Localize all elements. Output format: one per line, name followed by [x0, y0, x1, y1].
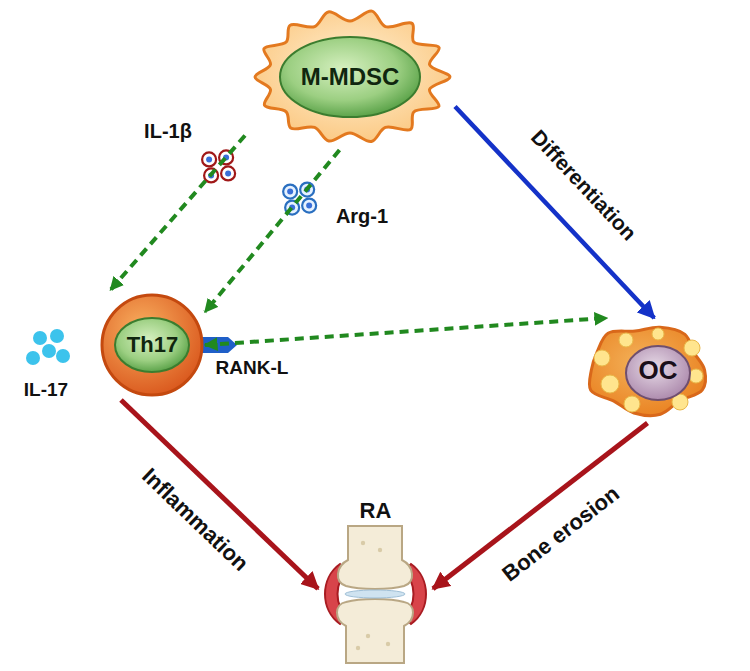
molecule-layer	[202, 150, 316, 214]
green-arrow	[205, 318, 607, 345]
cytokine-label: IL-17	[24, 380, 68, 401]
cytokine-dot	[221, 166, 235, 180]
edge-label: Differentiation	[527, 125, 641, 244]
cell-nucleus	[626, 346, 690, 400]
cytokine-dot	[50, 329, 64, 343]
vesicle	[652, 328, 664, 340]
cytokine-dot	[26, 351, 40, 365]
edge-label: Inflammation	[137, 464, 253, 576]
text-holder: OC	[580, 318, 715, 423]
edge-label: IL-1β	[144, 120, 192, 142]
cell-label: OC	[639, 356, 678, 385]
text-holder: M-MDSC	[245, 5, 455, 150]
lower-bone	[337, 599, 413, 663]
cell-membrane	[255, 11, 450, 142]
cytokine-dot	[283, 185, 297, 199]
vesicle	[684, 340, 700, 356]
upper-bone	[338, 526, 412, 589]
cytokine-core	[306, 203, 312, 209]
bone-texture	[366, 634, 370, 638]
green-arrow	[111, 136, 246, 291]
th17-cell: Th17	[100, 290, 205, 400]
cytokine-core	[225, 170, 231, 176]
bone-texture	[361, 541, 365, 545]
cell-nucleus	[115, 318, 189, 372]
edge-label: Arg-1	[336, 205, 388, 227]
cell-label: M-MDSC	[301, 64, 400, 90]
edge-label: RANK-L	[216, 358, 289, 379]
text-holder: RA	[318, 498, 433, 663]
rankl-receptor	[199, 337, 237, 353]
text-holder: Th17	[100, 290, 205, 400]
red-arrow	[121, 400, 318, 589]
bone-texture	[386, 642, 390, 646]
vesicle	[601, 375, 619, 393]
vesicle	[689, 369, 703, 383]
vesicle	[619, 333, 633, 347]
cell-membrane	[589, 327, 705, 415]
green-arrow	[205, 150, 340, 312]
osteoclast-cell: OC	[580, 318, 715, 423]
blue-arrow	[455, 107, 654, 319]
cell-label: RA	[360, 499, 392, 523]
cytokine-core	[287, 189, 293, 195]
cell-label: Th17	[127, 333, 178, 357]
cell-nucleus	[280, 37, 420, 117]
cartilage	[345, 590, 405, 598]
bone-texture	[378, 548, 382, 552]
cytokine-dot	[33, 331, 47, 345]
mdsc-cell: M-MDSC	[245, 5, 455, 150]
cytokine-dot	[56, 349, 70, 363]
cell-membrane	[102, 295, 202, 395]
edge-label: Bone erosion	[498, 481, 624, 586]
cytokine-core	[206, 156, 212, 162]
il17-molecules	[26, 329, 70, 365]
cytokine-cluster	[202, 150, 235, 182]
cytokine-dot	[202, 152, 216, 166]
vesicle	[594, 350, 610, 366]
cytokine-dot	[42, 344, 56, 358]
vesicle	[624, 396, 640, 412]
bone-texture	[356, 646, 360, 650]
joint	[325, 526, 426, 663]
cytokine-dot	[302, 199, 316, 213]
joint-illustration: RA	[318, 498, 433, 663]
red-arrow	[433, 423, 648, 589]
